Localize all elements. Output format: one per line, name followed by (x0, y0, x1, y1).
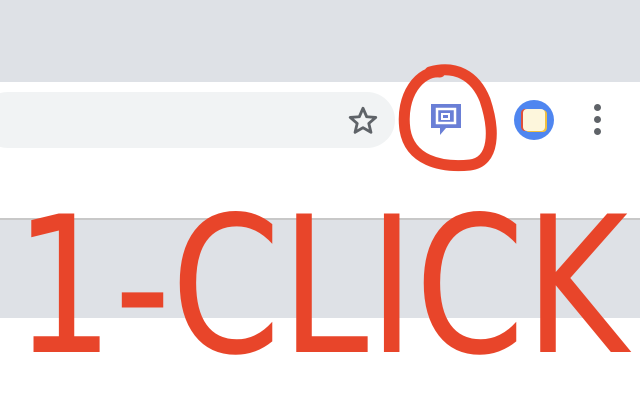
profile-avatar[interactable] (514, 100, 554, 140)
page-area (0, 162, 640, 218)
address-bar[interactable] (0, 92, 395, 148)
sandwich-icon (523, 109, 545, 131)
tab-strip (0, 0, 640, 82)
kebab-menu-icon[interactable] (588, 104, 608, 136)
extension-icon[interactable] (428, 102, 464, 138)
bookmark-star-icon[interactable] (346, 104, 380, 138)
divider (0, 218, 640, 220)
gray-band (0, 220, 640, 318)
